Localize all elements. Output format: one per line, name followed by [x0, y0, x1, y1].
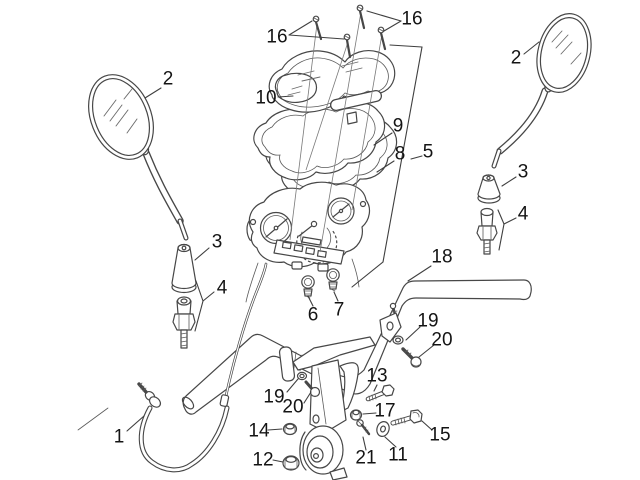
callout-20-lever-bolt-left: 20 [282, 397, 303, 418]
nut-17 [349, 409, 363, 421]
washer-11 [376, 421, 390, 437]
callout-9-cluster-gasket: 9 [393, 116, 404, 137]
left-mirror-boot-drawing [171, 243, 197, 294]
cover-screws-drawing [312, 4, 387, 59]
callout-5-instrument-assembly: 5 [423, 142, 434, 163]
leader-small-flange-nut [362, 412, 377, 415]
leader-handlebar [407, 265, 432, 282]
callout-2-right-mirror: 2 [511, 48, 522, 69]
bolt-13 [365, 384, 395, 402]
leader-left-mirror [144, 87, 162, 99]
callout-11-washer: 11 [388, 445, 408, 466]
leader-cluster-lens [376, 160, 395, 173]
callout-21-set-screw: 21 [355, 448, 376, 469]
leader-bracket-bolt [373, 384, 378, 392]
callout-1-speedometer-cable: 1 [114, 427, 125, 448]
leader-lever-screw-right [405, 326, 421, 341]
fastener-20-right [401, 347, 422, 368]
leader-right-mirror-boot [501, 176, 517, 187]
leader-left-mirror-boot [194, 247, 210, 261]
leader-instrument-assembly [410, 155, 423, 160]
callout-20-lever-bolt-right: 20 [431, 330, 452, 351]
right-mirror-adapter-drawing [476, 207, 498, 255]
leader-cover-screws-left [288, 20, 313, 36]
leader-cover-screws-right [383, 20, 402, 32]
bulb-7-drawing [326, 268, 340, 292]
connector-segments [281, 241, 327, 258]
callout-4-left-mirror-adapter: 4 [217, 278, 228, 299]
callout-4-right-mirror-adapter: 4 [518, 204, 529, 225]
bolt-15 [390, 409, 423, 426]
right-mirror-drawing [491, 13, 592, 169]
callout-15-clamp-bolt: 15 [429, 425, 450, 446]
speedometer-cable-drawing [137, 262, 268, 473]
leader-set-screw [362, 436, 367, 451]
callout-3-right-mirror-boot: 3 [518, 162, 529, 183]
leader-lever-bolt-right [418, 344, 435, 358]
callout-16-cover-screws-left: 16 [266, 27, 287, 48]
callout-13-bracket-bolt: 13 [366, 366, 387, 387]
leader-instrument-assembly [389, 44, 423, 48]
callout-8-cluster-lens: 8 [395, 144, 406, 165]
mirror-glass-hatch [103, 88, 138, 134]
callout-19-lever-screw-left: 19 [263, 387, 284, 408]
screw-16 [356, 4, 366, 30]
callout-18-handlebar: 18 [431, 247, 452, 268]
screw-21 [356, 419, 371, 436]
bulb-6-drawing [301, 275, 315, 299]
fastener-19-right [392, 335, 404, 345]
callout-14-flange-nut: 14 [248, 421, 270, 442]
leader-lever-bolt-left [303, 391, 312, 404]
leader-right-mirror [523, 41, 540, 55]
leader-cover-screws-right [366, 10, 402, 22]
callout-2-left-mirror: 2 [163, 69, 174, 90]
screw-16 [312, 15, 323, 41]
leader-left-mirror-adapter [195, 280, 204, 302]
leader-cluster-gasket [373, 132, 393, 146]
fastener-19-left [296, 371, 308, 381]
lever-perch-right-drawing [379, 302, 402, 343]
callout-16-cover-screws-right: 16 [401, 9, 422, 30]
right-mirror-boot-drawing [477, 174, 501, 204]
leader-instrument-assembly [351, 261, 384, 288]
screw-16 [377, 26, 387, 51]
screw-guide-lines [289, 11, 383, 253]
callout-17-small-flange-nut: 17 [374, 401, 395, 422]
callout-7-bulb-right: 7 [334, 300, 345, 321]
leader-right-mirror-adapter [503, 217, 517, 225]
left-mirror-drawing [88, 74, 189, 241]
left-mirror-adapter-drawing [172, 296, 196, 349]
leader-left-mirror-adapter [194, 300, 204, 332]
leader-washer [384, 436, 397, 448]
instrument-cluster-drawing [245, 181, 371, 303]
callout-10-cluster-cover: 10 [255, 88, 276, 109]
screw-16 [343, 33, 352, 59]
leader-cover-screws-left [288, 34, 345, 40]
leader-clamp-bolt [421, 420, 433, 431]
mirror-glass-hatch [551, 30, 582, 65]
nut-12 [282, 455, 300, 471]
nut-14 [282, 422, 298, 436]
riser-bracket-drawing [278, 336, 376, 480]
callout-12-steering-nut: 12 [252, 450, 273, 471]
leader-right-mirror-adapter [497, 209, 505, 225]
cluster-cover-drawing [268, 50, 396, 125]
leader-bulb-right [333, 291, 339, 302]
callout-19-lever-screw-right: 19 [417, 311, 438, 332]
leader-instrument-assembly [382, 46, 423, 263]
callout-6-bulb-left: 6 [308, 305, 319, 326]
callout-3-left-mirror-boot: 3 [212, 232, 223, 253]
leader-speedometer-cable [126, 415, 145, 432]
leader-right-mirror-adapter [498, 223, 505, 251]
leader-steering-nut [272, 459, 284, 463]
cable-end-line [77, 407, 109, 431]
leader-bulb-left [307, 295, 314, 307]
leader-cluster-cover [277, 95, 294, 98]
leader-left-mirror-adapter [202, 291, 215, 302]
leader-flange-nut [267, 428, 283, 431]
leader-lever-screw-left [286, 378, 299, 393]
